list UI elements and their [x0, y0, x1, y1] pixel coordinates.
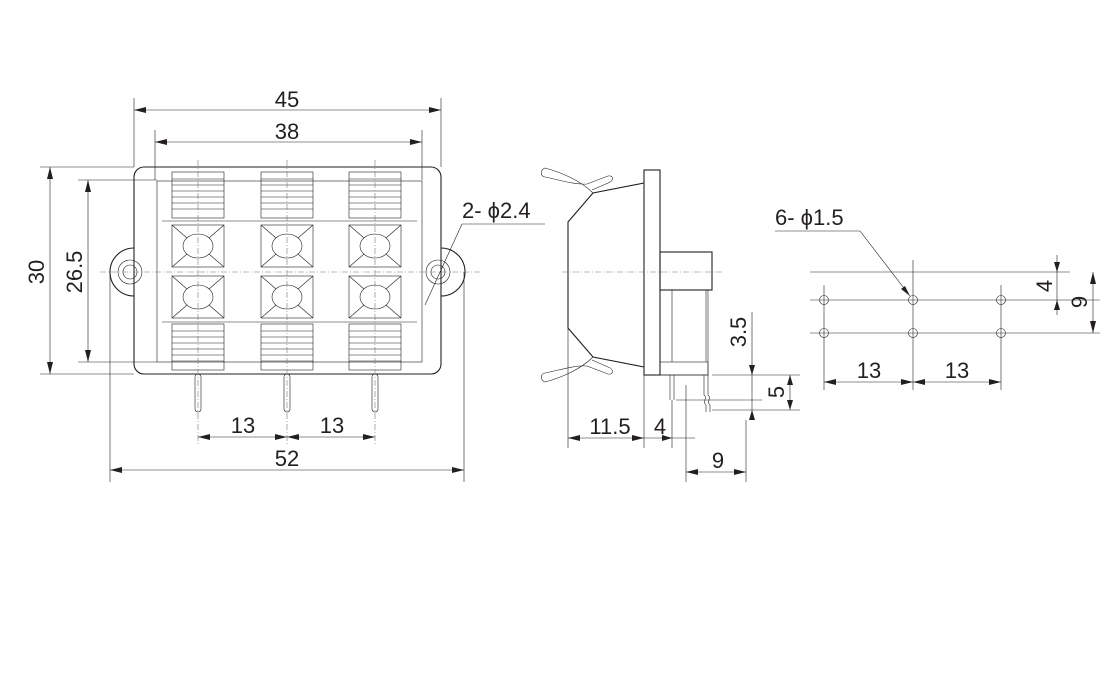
dim-inner-height: 26.5 — [62, 251, 87, 294]
dim-row-offset: 4 — [1032, 280, 1057, 292]
dim-overall-height: 30 — [24, 260, 49, 284]
side-view: 11.5 4 9 3.5 5 — [540, 167, 800, 482]
dim-row-span: 9 — [1067, 296, 1092, 308]
terminal-inner-frame — [156, 180, 423, 363]
pins — [194, 373, 379, 413]
hole-note: 6- ϕ1.5 — [775, 205, 844, 230]
dim-pin-length: 5 — [764, 386, 789, 398]
dim-depth: 11.5 — [589, 414, 630, 439]
hole-pattern: 6- ϕ1.5 4 9 13 13 — [775, 205, 1100, 390]
holes — [819, 295, 1006, 338]
dim-total-length: 52 — [275, 446, 299, 471]
dim-pin-pitch-right: 13 — [320, 413, 344, 438]
front-view: 45 38 30 26.5 13 13 52 2- ϕ2.4 — [24, 87, 545, 482]
flange — [643, 169, 661, 376]
dim-pin-offset: 9 — [712, 448, 724, 473]
dim-pin-gap: 3.5 — [726, 317, 751, 348]
dim-overall-width: 45 — [275, 87, 299, 112]
dim-pitch-right: 13 — [945, 358, 969, 383]
dim-pitch-left: 13 — [857, 358, 881, 383]
dim-inner-width: 38 — [275, 119, 299, 144]
dim-pin-pitch-left: 13 — [231, 413, 255, 438]
clip-top — [540, 167, 613, 194]
dome-body — [567, 182, 645, 368]
dim-flange: 4 — [654, 414, 666, 439]
clip-bottom — [540, 356, 613, 383]
mount-hole-note: 2- ϕ2.4 — [462, 198, 531, 223]
